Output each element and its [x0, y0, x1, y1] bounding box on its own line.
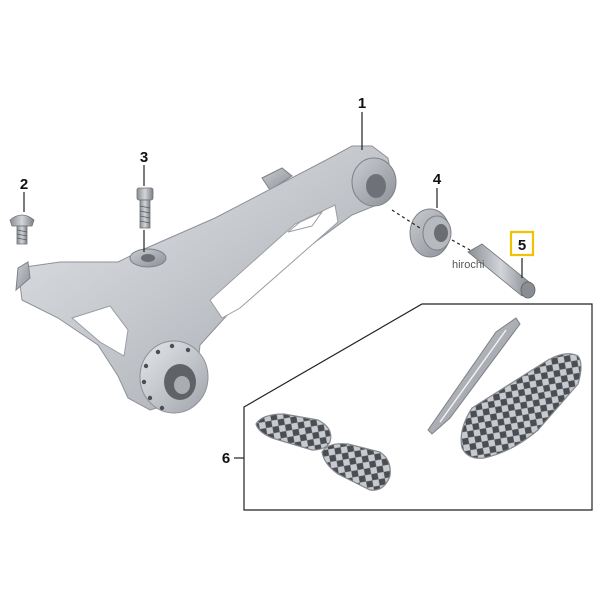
- watermark: hirochi: [452, 259, 484, 271]
- callout-3: 3: [140, 149, 148, 166]
- part-6-box: [243, 303, 593, 511]
- mesh-grille-set: [255, 317, 582, 491]
- bolt-part-3: [136, 187, 154, 229]
- leader-lines: [23, 112, 523, 459]
- highlight-box-part-5: [509, 230, 535, 257]
- bushing-part-4: [409, 208, 452, 258]
- callout-1: 1: [358, 95, 366, 112]
- footrest-bracket: [15, 145, 397, 414]
- callout-5: 5: [518, 237, 526, 254]
- pivot-pin-part-5: [467, 243, 536, 299]
- screw-part-2: [9, 214, 35, 245]
- callout-4: 4: [433, 171, 442, 188]
- callout-2: 2: [20, 176, 28, 193]
- callout-6: 6: [222, 450, 230, 467]
